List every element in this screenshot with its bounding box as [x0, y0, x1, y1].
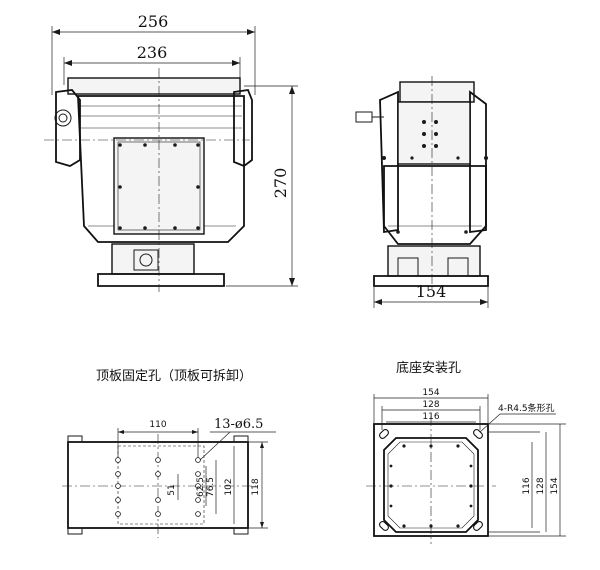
dim-236-label: 236: [137, 43, 168, 62]
dim-128-top-label: 128: [422, 400, 439, 410]
dim-256-label: 256: [138, 12, 169, 31]
dim-270-label: 270: [271, 168, 290, 199]
side-view: 154: [355, 76, 489, 308]
slot-callout: 4-R4.5条形孔: [498, 402, 555, 414]
dim-154-top-label: 154: [422, 388, 439, 398]
dim-116-side-label: 116: [522, 477, 532, 494]
dim-118-label: 118: [251, 478, 261, 495]
base-plate-view: 底座安装孔 154 128 116: [366, 360, 566, 544]
hole-callout: 13-ø6.5: [214, 417, 263, 432]
top-plate-caption: 顶板固定孔（顶板可拆卸）: [96, 368, 252, 384]
front-view: 256 236: [44, 12, 298, 292]
dim-154-side-label: 154: [550, 477, 560, 494]
dim-62-5-label: 62.5: [196, 477, 206, 497]
dim-154-side-label: 154: [416, 282, 447, 301]
dim-128-side-label: 128: [536, 477, 546, 494]
dim-116-top-label: 116: [422, 412, 439, 422]
base-plate-caption: 底座安装孔: [396, 360, 461, 376]
dim-102-label: 102: [224, 478, 234, 495]
dim-110-label: 110: [149, 420, 166, 430]
top-plate-view: 顶板固定孔（顶板可拆卸） 110 13-ø6.5 51: [62, 368, 276, 538]
dim-51-label: 51: [167, 484, 177, 495]
dim-76-5-label: 76.5: [206, 477, 216, 497]
